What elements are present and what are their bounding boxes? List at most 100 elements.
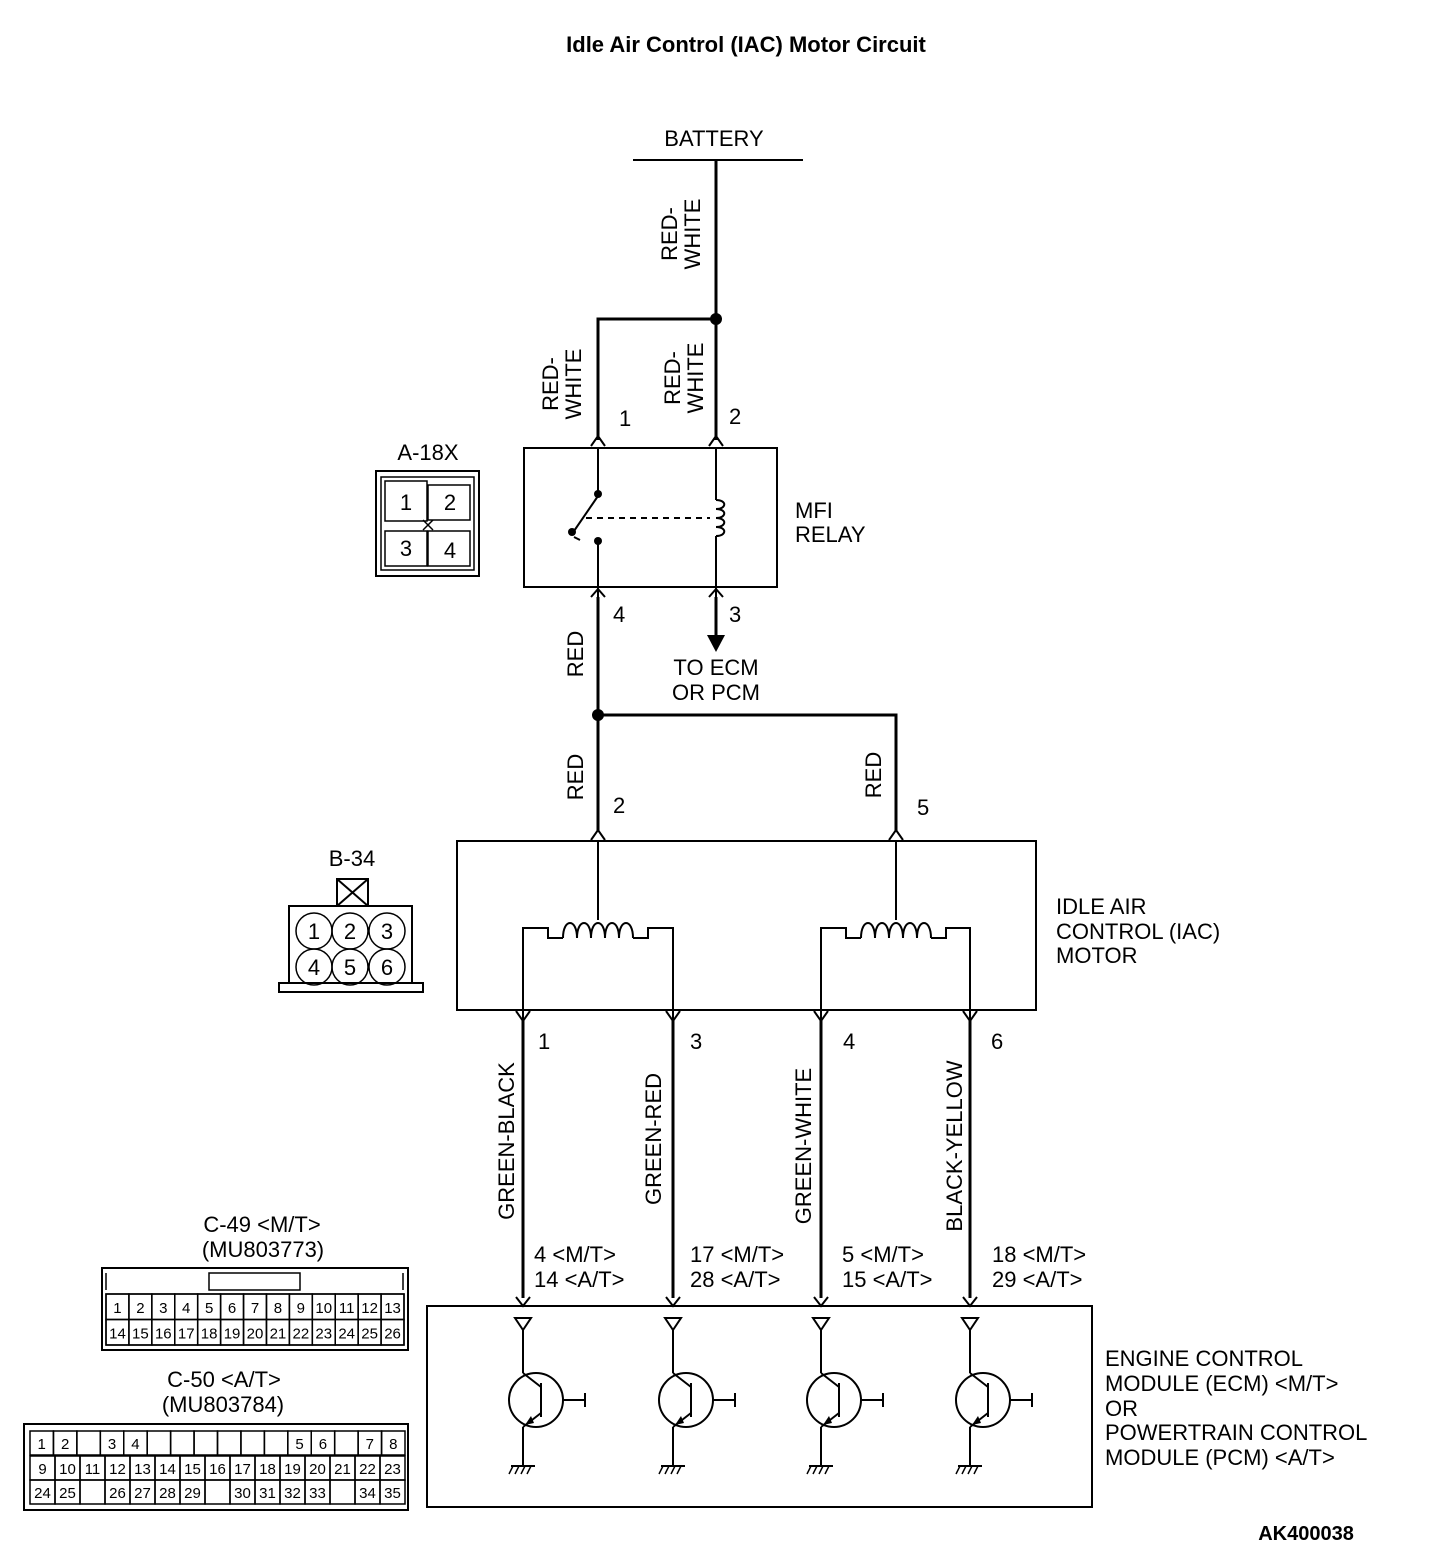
c50-pin-cell xyxy=(76,1430,102,1456)
ecm-terminal-1-mt: 4 <M/T> xyxy=(534,1242,616,1267)
iac-pin-4: 4 xyxy=(843,1029,855,1054)
battery-label: BATTERY xyxy=(664,126,764,151)
ecm-name-line1: ENGINE CONTROL xyxy=(1105,1346,1303,1371)
c50-pin-label: 22 xyxy=(359,1461,376,1478)
c50-pin-cell xyxy=(263,1430,289,1456)
wire-color-red-white-pin2: RED-WHITE xyxy=(660,343,708,414)
b34-pin-1: 1 xyxy=(308,919,320,944)
c49-pin-label: 25 xyxy=(361,1326,378,1343)
b34-pin-3: 3 xyxy=(381,919,393,944)
iac-name-line2: CONTROL (IAC) xyxy=(1056,919,1220,944)
c50-pin-label: 32 xyxy=(284,1485,301,1502)
c49-pin-label: 21 xyxy=(270,1326,287,1343)
c50-pin-label: 3 xyxy=(108,1436,116,1453)
c50-pin-cell xyxy=(329,1479,356,1505)
to-ecm-line2: OR PCM xyxy=(672,680,760,705)
c50-pin-label: 19 xyxy=(284,1461,301,1478)
mfi-relay: 1 2 4 3 MFI RELAY xyxy=(523,404,866,627)
c49-pin-label: 7 xyxy=(251,1300,259,1317)
battery-supply: BATTERY xyxy=(633,126,803,161)
c50-pin-cell xyxy=(240,1430,266,1456)
c50-pin-label: 14 xyxy=(159,1461,176,1478)
connector-c49-label: C-49 <M/T> xyxy=(203,1212,320,1237)
to-ecm-line1: TO ECM xyxy=(673,655,758,680)
c50-pin-cell xyxy=(379,1479,406,1505)
c49-pin-label: 20 xyxy=(247,1326,264,1343)
relay-name-line1: MFI xyxy=(795,498,833,523)
ecm-transistor xyxy=(806,1317,884,1475)
connector-c50-part: (MU803784) xyxy=(162,1392,284,1417)
c50-pin-cell xyxy=(380,1430,406,1456)
c50-pin-label: 2 xyxy=(61,1436,69,1453)
c50-pin-cell xyxy=(333,1430,359,1456)
iac-pin-5: 5 xyxy=(917,795,929,820)
c50-pin-label: 13 xyxy=(134,1461,151,1478)
c49-pin-label: 10 xyxy=(315,1300,332,1317)
iac-to-ecm-wiring xyxy=(521,1018,972,1298)
c49-pin-label: 16 xyxy=(155,1326,172,1343)
diagram-title: Idle Air Control (IAC) Motor Circuit xyxy=(566,32,926,57)
c50-pin-label: 25 xyxy=(59,1485,76,1502)
c50-pin-cell xyxy=(204,1479,231,1505)
c49-pin-label: 18 xyxy=(201,1326,218,1343)
a18x-pin-3: 3 xyxy=(400,536,412,561)
c49-pin-label: 2 xyxy=(136,1300,144,1317)
c50-pin-label: 27 xyxy=(134,1485,151,1502)
connector-b34-label: B-34 xyxy=(329,846,375,871)
c49-pin-label: 22 xyxy=(293,1326,310,1343)
connector-a18x-label: A-18X xyxy=(397,440,458,465)
wire-color-green-red: GREEN-RED xyxy=(641,1073,666,1205)
relay-pin-4: 4 xyxy=(613,602,625,627)
a18x-pin-2: 2 xyxy=(444,490,456,515)
c50-pin-cell xyxy=(216,1430,242,1456)
wire-color-red-relay: RED xyxy=(563,631,588,677)
c50-pin-label: 9 xyxy=(38,1461,46,1478)
ecm-terminal-4-mt: 18 <M/T> xyxy=(992,1242,1086,1267)
a18x-pin-1: 1 xyxy=(400,490,412,515)
c50-pin-label: 17 xyxy=(234,1461,251,1478)
ecm-terminal-2-mt: 17 <M/T> xyxy=(690,1242,784,1267)
iac-name-line3: MOTOR xyxy=(1056,943,1137,968)
c49-pin-label: 1 xyxy=(113,1300,121,1317)
c50-pin-label: 5 xyxy=(295,1436,303,1453)
b34-pin-6: 6 xyxy=(381,955,393,980)
c49-pin-label: 5 xyxy=(205,1300,213,1317)
c50-pin-label: 11 xyxy=(85,1461,101,1478)
a18x-pin-4: 4 xyxy=(444,538,456,563)
c49-pin-label: 9 xyxy=(297,1300,305,1317)
c49-pin-label: 6 xyxy=(228,1300,236,1317)
relay-to-iac-wiring xyxy=(592,597,898,832)
ecm-transistor xyxy=(508,1317,586,1475)
c50-pin-cell xyxy=(169,1430,195,1456)
c50-pin-label: 26 xyxy=(109,1485,126,1502)
figure-id: AK400038 xyxy=(1258,1523,1354,1545)
ecm-transistor xyxy=(658,1317,736,1475)
c50-pin-label: 23 xyxy=(384,1461,401,1478)
c50-pin-label: 31 xyxy=(259,1485,276,1502)
wire-color-red-white-main: RED-WHITE xyxy=(657,199,705,270)
c50-pin-label: 34 xyxy=(359,1485,376,1502)
iac-pin-2: 2 xyxy=(613,793,625,818)
c49-pin-label: 24 xyxy=(338,1326,355,1343)
c50-pin-label: 10 xyxy=(59,1461,76,1478)
c50-pin-label: 1 xyxy=(38,1436,46,1453)
c49-pin-label: 12 xyxy=(361,1300,378,1317)
ecm-name-line3: OR xyxy=(1105,1396,1138,1421)
c50-pin-label: 33 xyxy=(309,1485,326,1502)
c50-pin-label: 30 xyxy=(234,1485,251,1502)
c50-pin-label: 8 xyxy=(389,1436,397,1453)
supply-wiring xyxy=(596,160,722,440)
relay-pin-3: 3 xyxy=(729,602,741,627)
iac-motor: 2 5 1 3 4 6 IDLE AIR CONTROL (IAC) MOTOR xyxy=(456,793,1220,1054)
connector-c49-part: (MU803773) xyxy=(202,1237,324,1262)
wire-color-green-white: GREEN-WHITE xyxy=(791,1068,816,1224)
relay-name-line2: RELAY xyxy=(795,522,866,547)
c50-pin-label: 6 xyxy=(319,1436,327,1453)
c50-pin-label: 21 xyxy=(334,1461,351,1478)
connector-b34: B-34 1 2 3 4 5 6 xyxy=(278,846,424,993)
relay-pin-2: 2 xyxy=(729,404,741,429)
wire-color-red-iac-pin2: RED xyxy=(563,754,588,800)
ecm-name-line5: MODULE (PCM) <A/T> xyxy=(1105,1445,1335,1470)
ecm-name-line2: MODULE (ECM) <M/T> xyxy=(1105,1371,1338,1396)
